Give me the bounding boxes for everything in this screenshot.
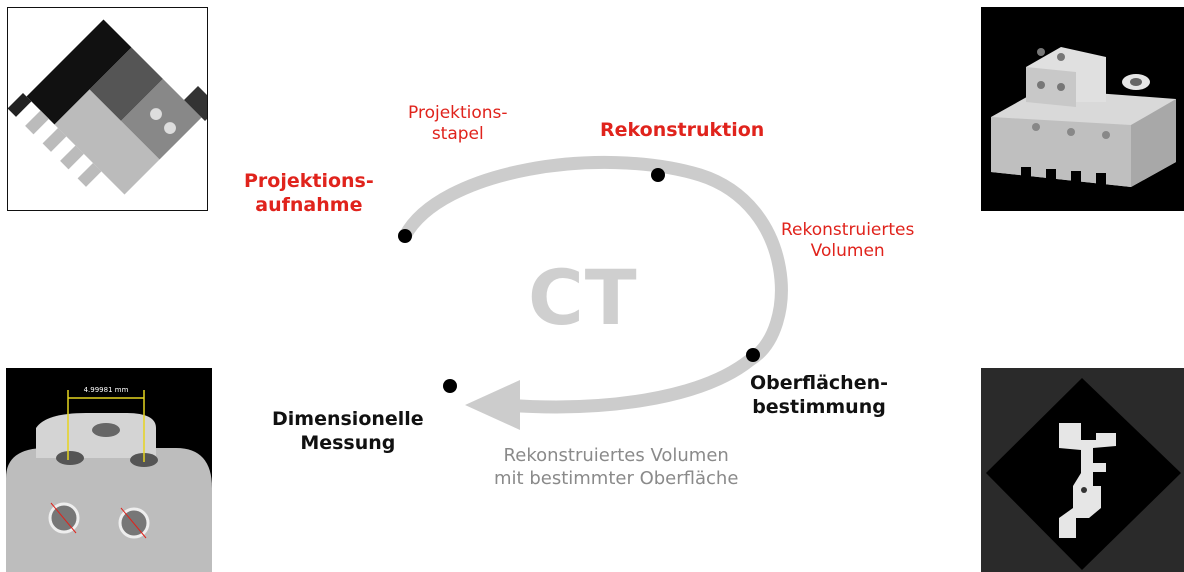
reconstructed-part-graphic	[991, 47, 1176, 191]
measurement-render: 4.99981 mm	[6, 368, 212, 572]
label-projection-stack: Projektions- stapel	[408, 103, 508, 145]
node-dimensional-measurement	[443, 379, 457, 393]
cycle-arrowhead	[465, 380, 520, 430]
label-reconstruction: Rekonstruktion	[600, 119, 765, 141]
surface-slice-render	[981, 368, 1184, 572]
reconstruction-render	[981, 7, 1184, 211]
projection-xray-graphic	[8, 19, 207, 195]
node-projection-acquisition	[398, 229, 412, 243]
cycle-arc	[398, 155, 788, 414]
label-dimensional-measurement: Dimensionelle Messung	[272, 408, 424, 454]
measurement-annotation: 4.99981 mm	[84, 386, 129, 394]
label-reconstructed-volume: Rekonstruiertes Volumen	[781, 220, 915, 262]
center-label: CT	[528, 253, 638, 342]
label-projection-acquisition: Projektions- aufnahme	[244, 170, 374, 216]
node-surface-determination	[746, 348, 760, 362]
node-reconstruction	[651, 168, 665, 182]
projection-image	[7, 7, 208, 211]
label-surface-determination: Oberflächen- bestimmung	[750, 372, 889, 418]
surface-slice-graphic	[986, 378, 1181, 570]
label-volume-with-surface: Rekonstruiertes Volumen mit bestimmter O…	[494, 445, 739, 489]
measured-part-graphic: 4.99981 mm	[6, 386, 212, 572]
